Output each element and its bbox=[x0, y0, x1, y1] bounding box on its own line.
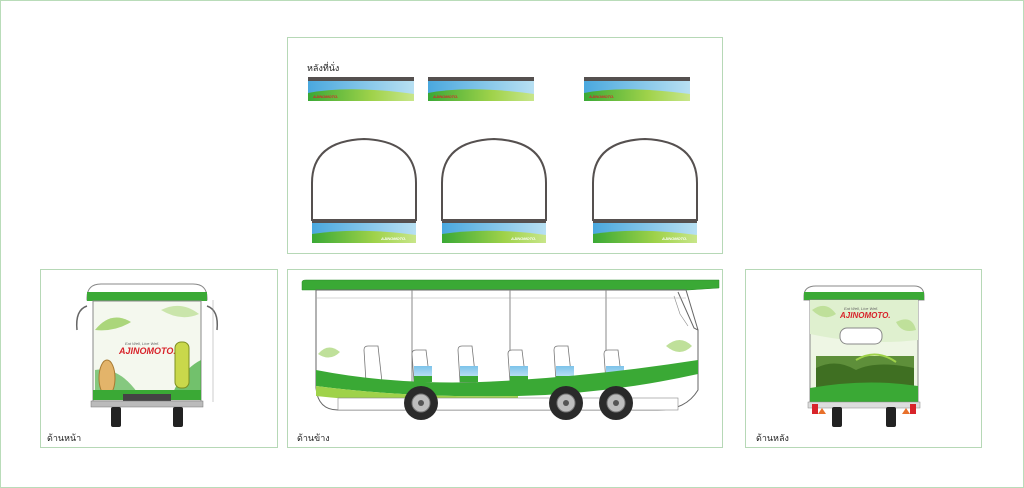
front-view-label: ด้านหน้า bbox=[47, 434, 82, 444]
rear-view-drawing: Eat Well, Live Well. AJINOMOTO. bbox=[803, 285, 925, 427]
seat-logo: AJINOMOTO. bbox=[661, 236, 687, 241]
front-right-wheel bbox=[173, 407, 183, 427]
headrest-strip-3: AJINOMOTO. bbox=[584, 77, 690, 101]
side-view-panel: ด้านข้าง bbox=[287, 269, 723, 448]
rear-window bbox=[839, 327, 883, 345]
front-logo: AJINOMOTO. bbox=[118, 346, 176, 356]
seat-back-label: หลังที่นั่ง bbox=[307, 64, 340, 74]
side-rear-wheel-1 bbox=[549, 386, 583, 420]
seat-back-3: AJINOMOTO. bbox=[592, 137, 698, 243]
headrest-strip-1: AJINOMOTO. bbox=[308, 77, 414, 101]
front-left-wheel bbox=[111, 407, 121, 427]
rear-left-wheel bbox=[832, 407, 842, 427]
seat-back-1: AJINOMOTO. bbox=[311, 137, 417, 243]
seat-back-panel: หลังที่นั่ง AJINOMOTO. AJINOMOTO. bbox=[287, 37, 723, 254]
strip-logo: AJINOMOTO. bbox=[432, 94, 458, 99]
side-view-label: ด้านข้าง bbox=[297, 434, 330, 444]
front-view-panel: ด้านหน้า Eat Well, Live Well. AJINOMOTO. bbox=[40, 269, 278, 448]
rear-right-wheel bbox=[886, 407, 896, 427]
front-view-drawing: Eat Well, Live Well. AJINOMOTO. bbox=[75, 283, 219, 427]
seat-logo: AJINOMOTO. bbox=[510, 236, 536, 241]
strip-logo: AJINOMOTO. bbox=[588, 94, 614, 99]
seat-back-2: AJINOMOTO. bbox=[441, 137, 547, 243]
seat-logo: AJINOMOTO. bbox=[380, 236, 406, 241]
rear-view-panel: ด้านหลัง Eat Well, Live Well. AJINOMOTO. bbox=[745, 269, 982, 448]
rear-logo: AJINOMOTO. bbox=[839, 311, 891, 320]
strip-logo: AJINOMOTO. bbox=[312, 94, 338, 99]
seat-back-drawing: AJINOMOTO. AJINOMOTO. AJINOMOTO. AJINOMO… bbox=[308, 77, 698, 243]
side-front-wheel bbox=[404, 386, 438, 420]
rear-slogan: Eat Well, Live Well. bbox=[844, 306, 878, 311]
side-view-drawing bbox=[301, 279, 720, 420]
side-rear-wheel-2 bbox=[599, 386, 633, 420]
sugarcane-mascot bbox=[174, 341, 190, 389]
headrest-strip-2: AJINOMOTO. bbox=[428, 77, 534, 101]
front-slogan: Eat Well, Live Well. bbox=[125, 341, 159, 346]
rear-view-label: ด้านหลัง bbox=[756, 434, 789, 444]
